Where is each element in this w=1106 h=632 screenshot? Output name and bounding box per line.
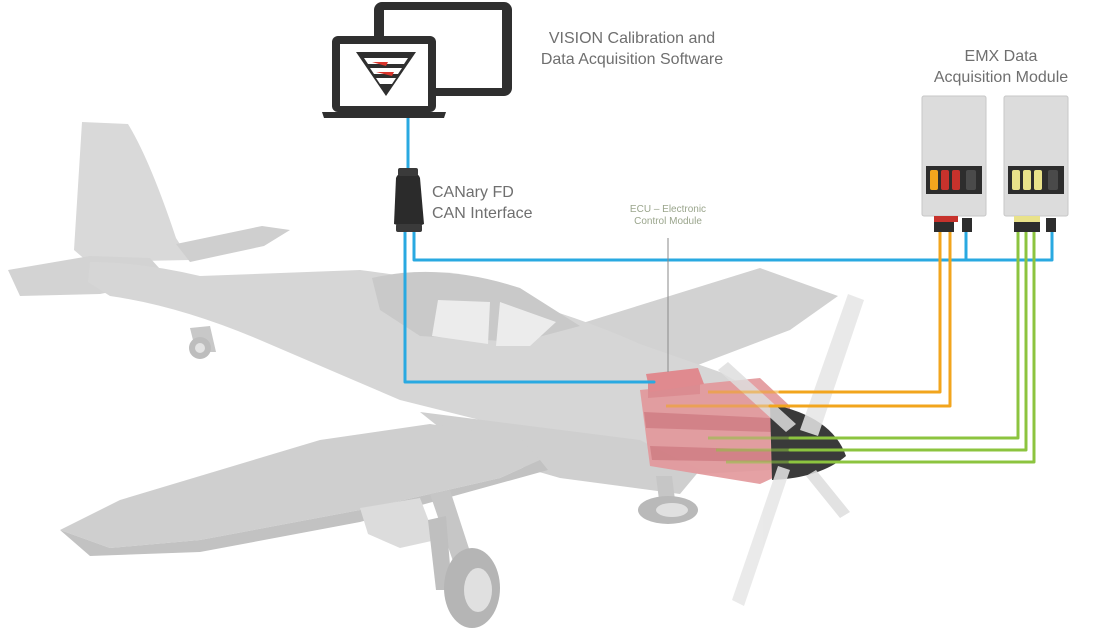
emx-module-left bbox=[921, 95, 987, 232]
emx-label-line1: EMX Data bbox=[964, 48, 1038, 65]
green-wire-2 bbox=[788, 228, 1028, 452]
can-interface-label-line2: CAN Interface bbox=[432, 205, 533, 222]
thermocouple-wires-orange bbox=[768, 228, 952, 408]
can-wire-ecu bbox=[403, 230, 656, 384]
can-interface-label-line1: CANary FD bbox=[432, 184, 514, 201]
software-label: VISION Calibration and Data Acquisition … bbox=[518, 28, 746, 70]
orange-wire-2 bbox=[768, 228, 952, 408]
belly-scoop bbox=[420, 412, 700, 494]
green-wire-1 bbox=[788, 228, 1020, 440]
canopy-window-front bbox=[432, 300, 490, 344]
wing-fairing bbox=[360, 498, 436, 548]
main-gear-right bbox=[638, 476, 698, 524]
right-stabilizer bbox=[176, 226, 290, 262]
vision-logo-icon bbox=[356, 52, 416, 96]
can-bus-wires bbox=[403, 116, 1054, 384]
can-interface-icon bbox=[394, 168, 424, 232]
thermocouple-wires-green bbox=[788, 228, 1036, 464]
software-label-line2: Data Acquisition Software bbox=[540, 51, 724, 68]
emx-label-line2: Acquisition Module bbox=[933, 69, 1069, 86]
green-wire-3 bbox=[788, 228, 1036, 464]
ecu-label-line2: Control Module bbox=[634, 216, 702, 227]
main-gear-left bbox=[428, 490, 500, 628]
can-interface-label: CANary FD CAN Interface bbox=[432, 182, 556, 224]
canopy-window-rear bbox=[496, 302, 556, 346]
software-label-line1: VISION Calibration and bbox=[548, 30, 716, 47]
emx-label: EMX Data Acquisition Module bbox=[916, 46, 1086, 88]
computer-icon bbox=[322, 2, 512, 118]
propeller bbox=[718, 294, 864, 606]
orange-wire-1 bbox=[778, 228, 942, 394]
tail-fin bbox=[74, 122, 190, 262]
internal-sensor-leads bbox=[666, 390, 790, 464]
fuselage bbox=[88, 262, 770, 474]
can-wire-emx bbox=[412, 230, 1054, 262]
ecu-label: ECU – Electronic Control Module bbox=[612, 204, 724, 228]
ecu-box bbox=[646, 368, 704, 392]
near-wing bbox=[60, 424, 540, 548]
tail-wheel bbox=[189, 326, 216, 359]
emx-module-right bbox=[1003, 95, 1069, 232]
ecu-label-line1: ECU – Electronic bbox=[629, 204, 707, 215]
